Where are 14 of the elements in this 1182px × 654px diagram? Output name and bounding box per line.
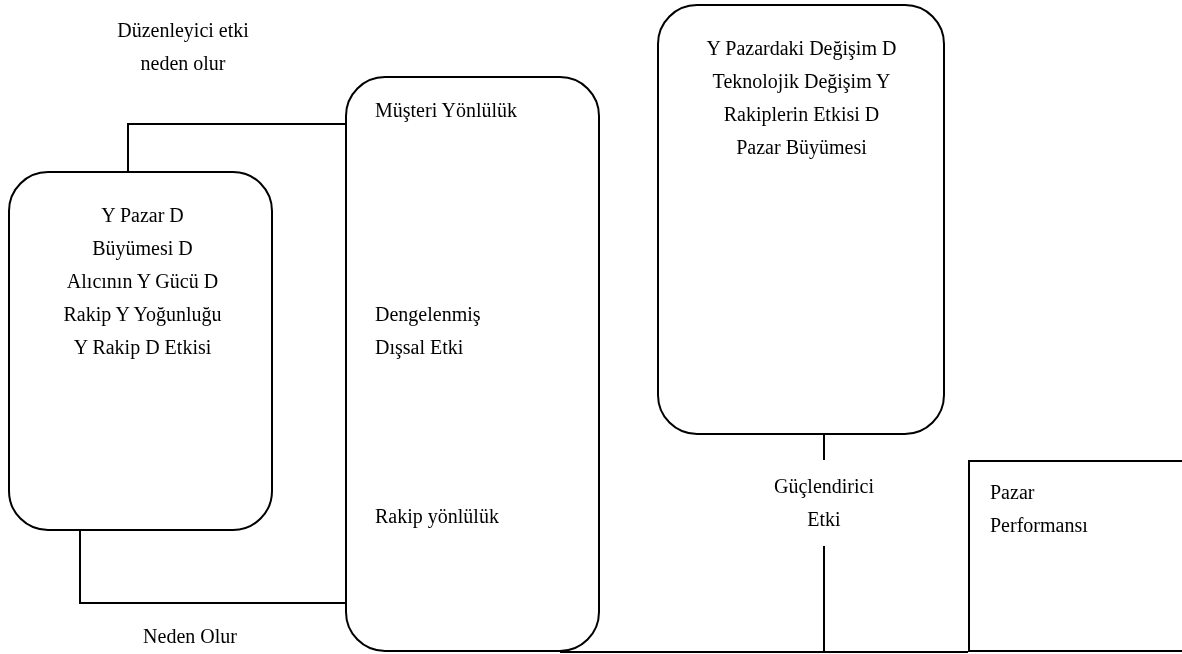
node-text: Rakip yönlülük: [375, 504, 500, 530]
connector-line: [79, 530, 346, 604]
process-box: [968, 460, 1182, 652]
edge-label: Düzenleyici etki neden olur: [116, 18, 250, 76]
rounded-box: [8, 171, 273, 531]
node-text: Dengelenmiş Dışsal Etki: [375, 302, 482, 361]
rounded-box: [657, 4, 945, 435]
node-text: Y Pazardaki Değişim D Teknolojik Değişim Y Rakiplerin Etkisi D Pazar Büyümesi: [705, 36, 898, 161]
node-text: Y Pazar D Büyümesi D Alıcının Y Gücü D Rakip Y Yoğunluğu Y Rakip D Etkisi: [62, 203, 223, 361]
rounded-box: [345, 76, 600, 652]
node-text: Müşteri Yönlülük: [375, 98, 519, 124]
edge-label: Neden Olur: [142, 624, 238, 649]
connector-line: [127, 123, 346, 172]
node-text: Pazar Performansı: [990, 480, 1089, 538]
